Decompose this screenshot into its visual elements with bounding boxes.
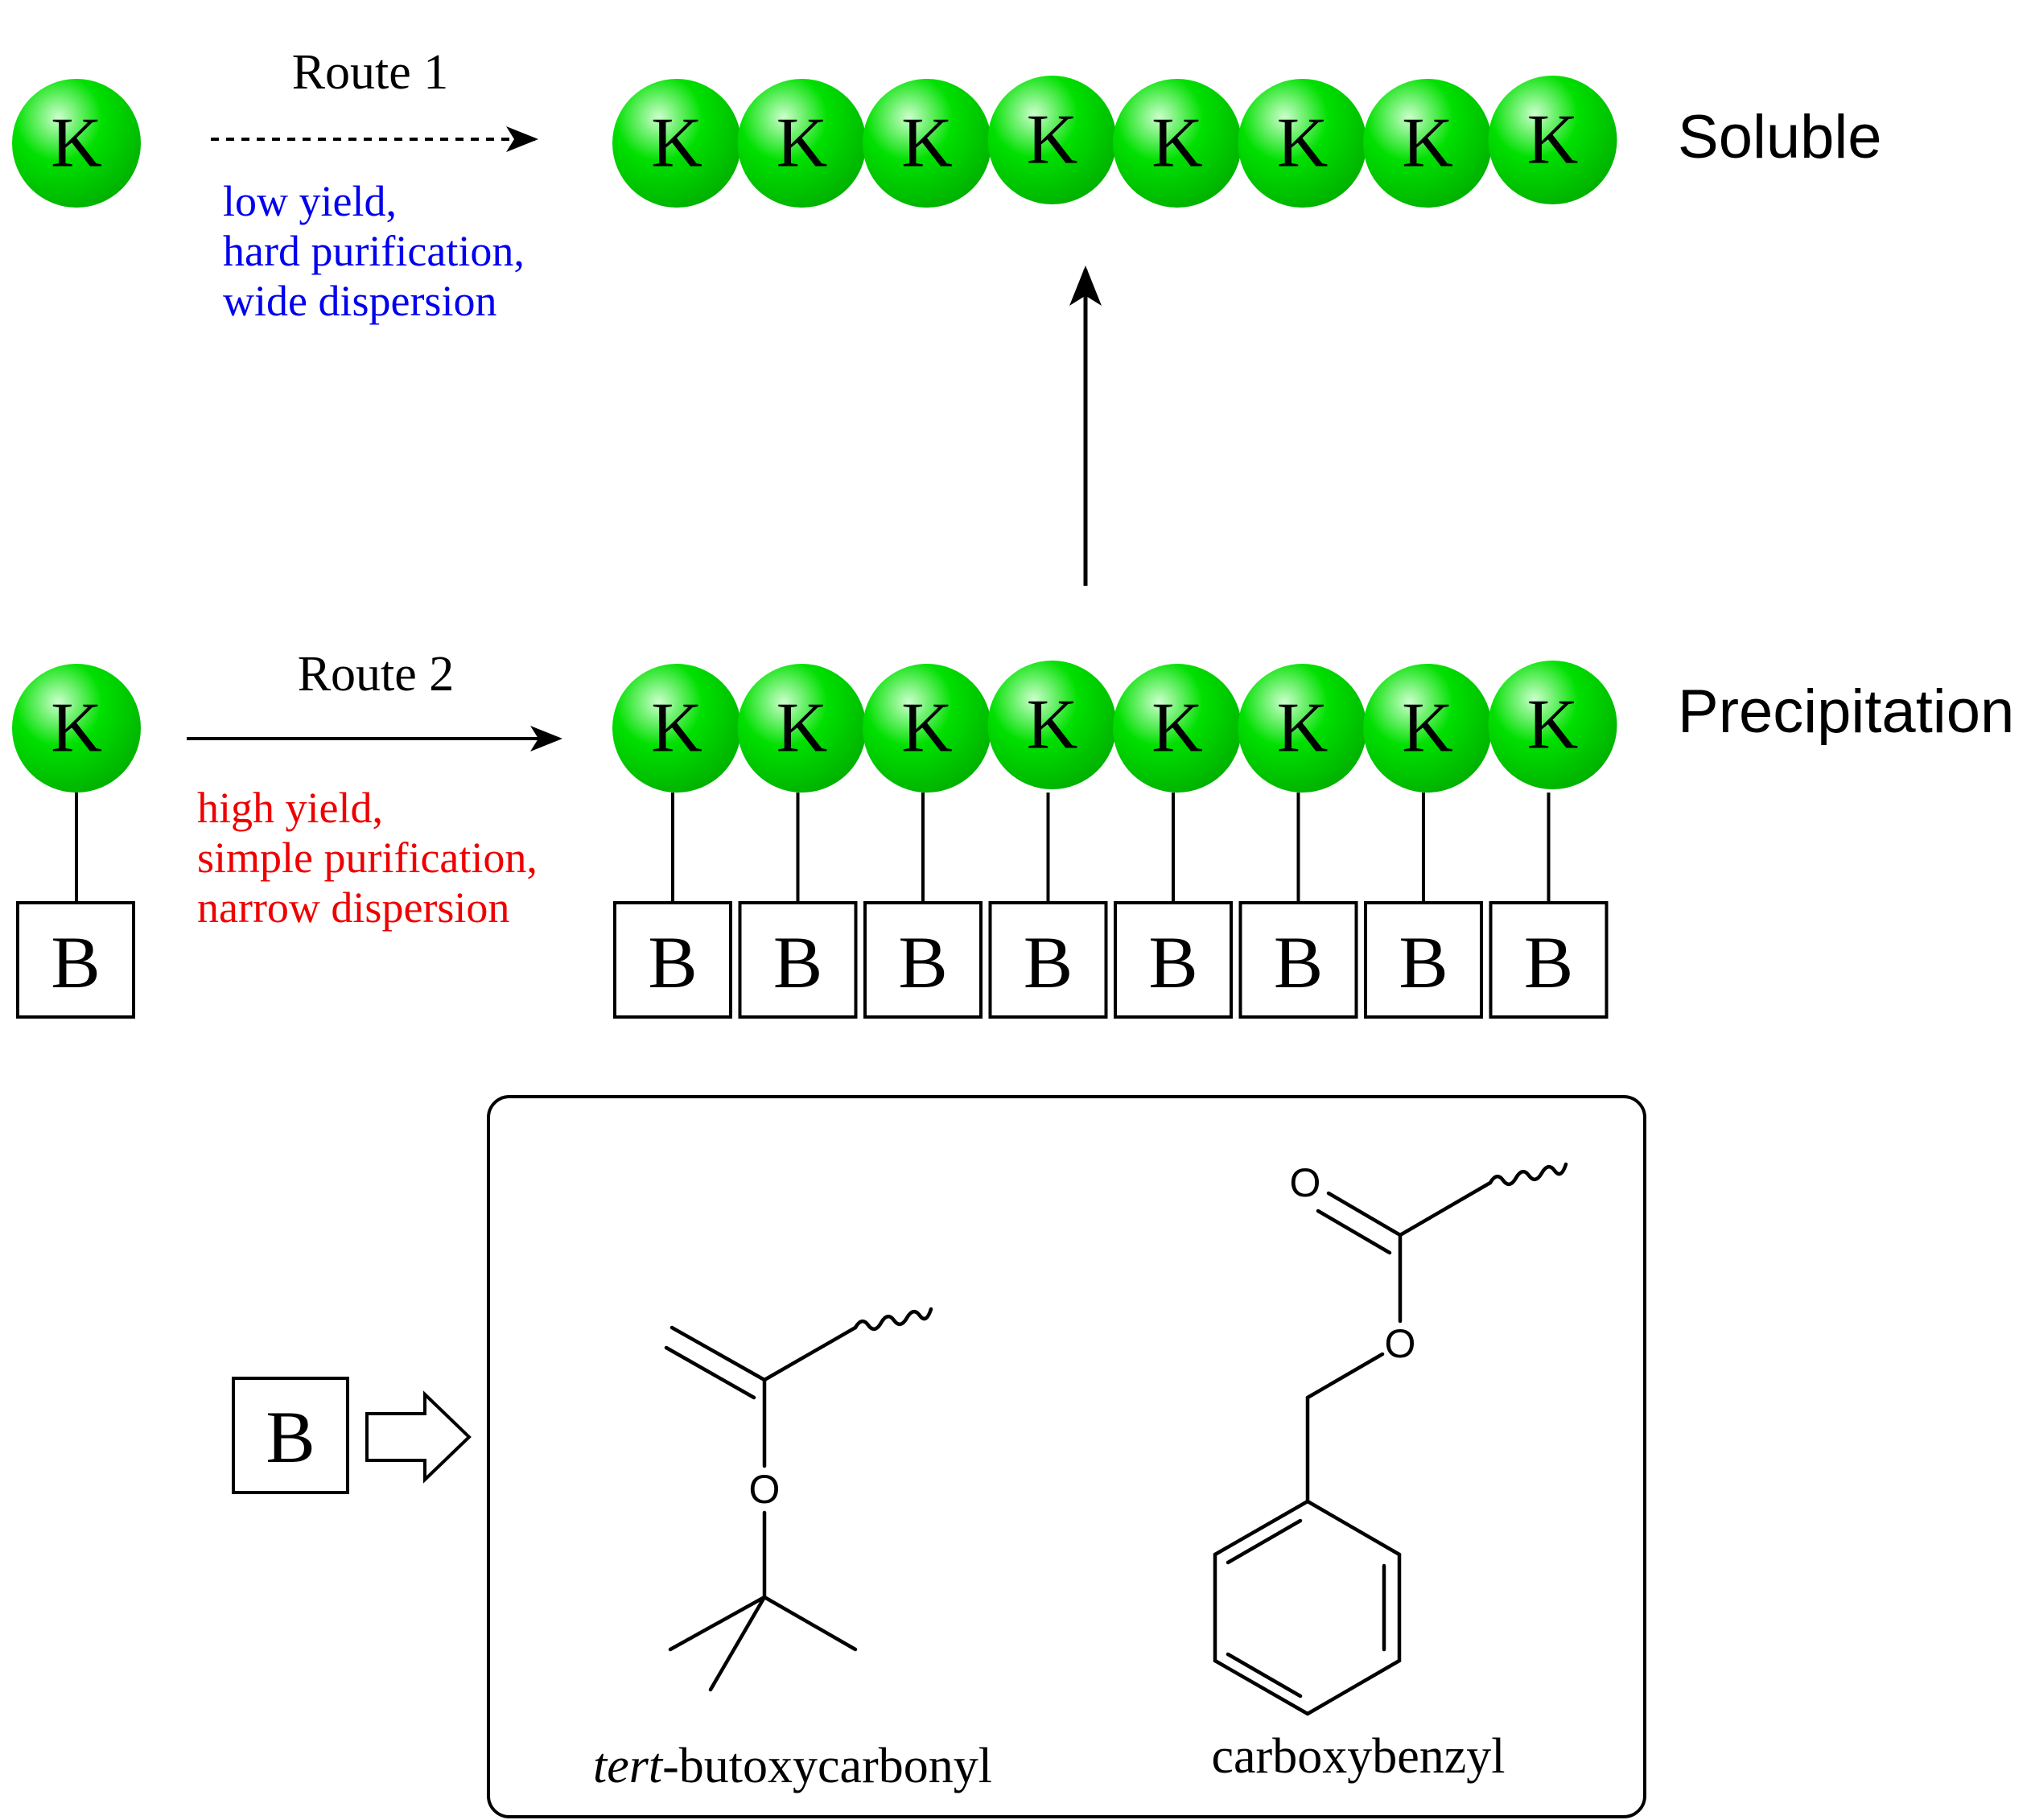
- protected-chain-protect-label: B: [1274, 921, 1323, 1003]
- route1-note-yield: low yield,: [223, 177, 397, 225]
- route2-monomer: K B: [12, 664, 141, 1019]
- route2-note-purification: simple purification,: [197, 834, 538, 882]
- protected-chain-protect-label: B: [898, 921, 947, 1003]
- structure2-ester-oxygen-atom: O: [1385, 1321, 1416, 1366]
- protected-chain-bead-label: K: [1277, 690, 1329, 768]
- protected-chain-bead-label: K: [651, 690, 702, 768]
- protected-chain-bead: K: [612, 664, 741, 793]
- legend-key: B: [232, 1377, 349, 1494]
- route1-notes: low yield, hard purification, wide dispe…: [223, 177, 525, 325]
- protected-chain-protecting-group: B: [613, 901, 732, 1019]
- protected-chain-protecting-group: B: [1489, 901, 1609, 1019]
- soluble-chain-bead-label: K: [901, 105, 953, 183]
- protected-chain-protect-label: B: [1524, 921, 1573, 1003]
- protected-chain-protect-label: B: [1399, 921, 1448, 1003]
- protected-chain-bead: K: [1488, 661, 1617, 789]
- soluble-chain-bead-label: K: [1527, 101, 1579, 179]
- soluble-chain-bead-label: K: [651, 105, 702, 183]
- legend-pointer-arrow: [365, 1390, 472, 1484]
- structure-carboxybenzyl: [1213, 1162, 1568, 1716]
- legend-structures-box: [487, 1095, 1646, 1818]
- route1-note-dispersion: wide dispersion: [223, 277, 496, 325]
- soluble-chain-bead: K: [1363, 79, 1492, 208]
- route2-label: Route 2: [298, 647, 455, 702]
- route1-monomer-label: K: [51, 105, 102, 183]
- route1-label: Route 1: [292, 45, 449, 100]
- precipitation-state-label: Precipitation: [1678, 677, 2014, 746]
- protected-chain-protect-label: B: [1148, 921, 1197, 1003]
- soluble-chain-bead: K: [987, 76, 1117, 204]
- protected-chain-bead-label: K: [1027, 686, 1078, 764]
- protected-chain-bead: K: [863, 664, 991, 793]
- protected-chain-protecting-group: B: [863, 901, 983, 1019]
- protected-chain-bead: K: [987, 661, 1117, 789]
- structure1-oxygen-atom: O: [749, 1467, 781, 1512]
- legend-key-label: B: [266, 1396, 315, 1478]
- structure1-name-prefix: tert: [593, 1739, 664, 1793]
- route2-note-dispersion: narrow dispersion: [197, 883, 509, 932]
- protected-chain-bead-label: K: [901, 690, 953, 768]
- protected-chain-protecting-group: B: [988, 901, 1108, 1019]
- protected-chain-protect-label: B: [773, 921, 822, 1003]
- protected-chain-protecting-group: B: [1364, 901, 1483, 1019]
- protected-chain-protect-label: B: [1024, 921, 1073, 1003]
- structure1-name: tert-butoxycarbonyl: [593, 1739, 992, 1793]
- soluble-chain-bead: K: [612, 79, 741, 208]
- structure1-name-rest: -butoxycarbonyl: [662, 1739, 992, 1793]
- route2-monomer-label: K: [51, 690, 102, 768]
- protected-chain-bead: K: [1113, 664, 1242, 793]
- soluble-chain-bead: K: [863, 79, 991, 208]
- soluble-state-label: Soluble: [1678, 103, 1882, 171]
- protected-chain-protect-label: B: [648, 921, 697, 1003]
- structure-tert-butoxycarbonyl: [664, 1307, 933, 1692]
- protected-chain-bead-label: K: [1527, 686, 1579, 764]
- soluble-chain-bead: K: [1488, 76, 1617, 204]
- soluble-chain-bead-label: K: [1151, 105, 1203, 183]
- route2-monomer-protecting-group: B: [16, 901, 135, 1019]
- protected-chain-protecting-group: B: [1114, 901, 1233, 1019]
- protected-chain-bead-label: K: [1402, 690, 1453, 768]
- soluble-chain-bead: K: [1113, 79, 1242, 208]
- soluble-chain-bead-label: K: [1402, 105, 1453, 183]
- route2-monomer-bead: K: [12, 664, 141, 793]
- protected-chain-bead-label: K: [1151, 690, 1203, 768]
- route2-note-yield: high yield,: [197, 784, 383, 832]
- route1-monomer-bead: K: [12, 79, 141, 208]
- soluble-chain-bead: K: [1238, 79, 1367, 208]
- soluble-chain-bead: K: [737, 79, 867, 208]
- route2-notes: high yield, simple purification, narrow …: [197, 784, 538, 932]
- protected-chain-bead: K: [1363, 664, 1492, 793]
- protected-chain-bead: K: [1238, 664, 1367, 793]
- route2-monomer-protect-label: B: [51, 921, 100, 1003]
- structure2-carbonyl-oxygen-atom: O: [1290, 1160, 1321, 1205]
- route1-note-purification: hard purification,: [223, 227, 525, 275]
- soluble-chain-bead-label: K: [1277, 105, 1329, 183]
- protected-chain-bead-label: K: [777, 690, 828, 768]
- protected-chain-protecting-group: B: [738, 901, 858, 1019]
- structure2-name: carboxybenzyl: [1212, 1729, 1506, 1784]
- protected-chain-protecting-group: B: [1238, 901, 1358, 1019]
- protected-chain-bead: K: [737, 664, 867, 793]
- soluble-chain-bead-label: K: [777, 105, 828, 183]
- soluble-chain-bead-label: K: [1027, 101, 1078, 179]
